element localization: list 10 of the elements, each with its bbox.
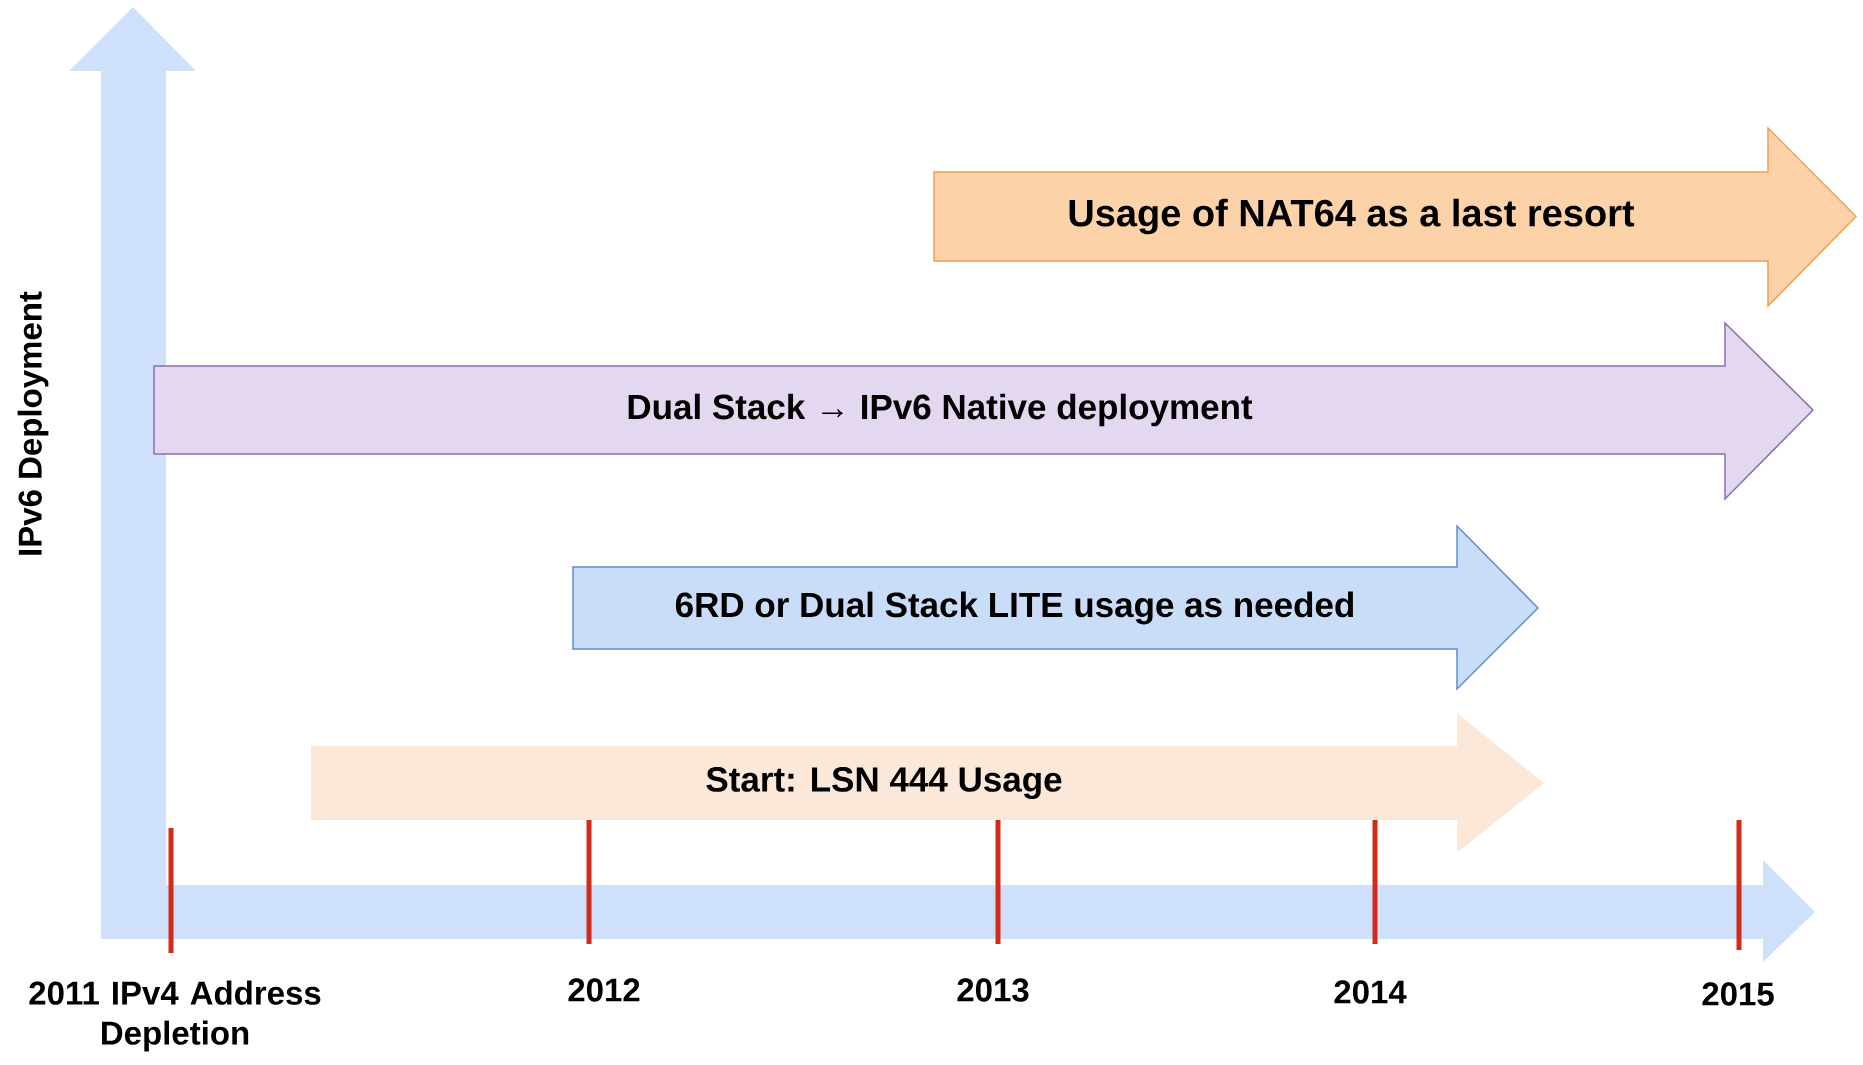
axis-title: IPv6 Deployment	[17, 291, 49, 555]
year-label: 2012	[568, 978, 640, 1002]
year-label: 2013	[957, 978, 1029, 1002]
arrow-banner: Dual Stack → IPv6 Native deployment	[153, 321, 1815, 501]
arrow-banner: 6RD or Dual Stack LITE usage as needed	[572, 524, 1540, 691]
year-label: 2015	[1702, 982, 1774, 1006]
arrow-banner: Start: LSN 444 Usage	[311, 713, 1544, 853]
year-label: 2014	[1334, 980, 1407, 1004]
arrow-banner: Usage of NAT64 as a last resort	[933, 126, 1858, 308]
year-label: 2011 IPv4 Address Depletion	[29, 980, 321, 1052]
